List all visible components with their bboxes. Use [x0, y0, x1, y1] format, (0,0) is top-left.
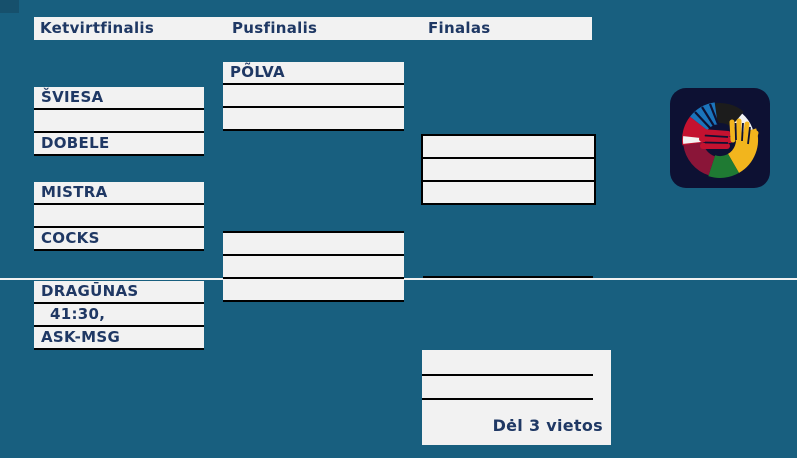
team-cell-polva: PÕLVA: [223, 62, 404, 85]
empty-cell: [34, 110, 204, 133]
empty-cell: [223, 108, 404, 131]
header-bar: Ketvirtfinalis Pusfinalis Finalas: [34, 17, 592, 40]
empty-cell: [223, 256, 404, 279]
empty-cell: [223, 279, 404, 302]
team-cell-dobele: DOBELE: [34, 133, 204, 156]
handball-league-hands-logo-icon: [668, 88, 772, 188]
third-place-label: Dėl 3 vietos: [492, 416, 603, 435]
handball-league-hands-logo-reflection: [668, 192, 772, 240]
third-place-box: Dėl 3 vietos: [422, 350, 611, 445]
team-cell-mistra: MISTRA: [34, 182, 204, 205]
semifinal-box-2: [223, 231, 404, 302]
quarterfinal-box-3: DRAGŪNAS 41:30, ASK-MSG: [34, 281, 204, 350]
final-box: [421, 134, 596, 205]
quarterfinal-box-1: ŠVIESA DOBELE: [34, 87, 204, 156]
empty-cell: [423, 182, 594, 203]
empty-cell: [423, 136, 594, 159]
semifinal-box-1: PÕLVA: [223, 62, 404, 131]
empty-cell: [223, 233, 404, 256]
team-cell-dragunas: DRAGŪNAS: [34, 281, 204, 304]
header-quarterfinals: Ketvirtfinalis: [40, 19, 155, 37]
third-place-line-1: [422, 374, 593, 376]
team-cell-cocks: COCKS: [34, 228, 204, 251]
score-cell: 41:30,: [34, 304, 204, 327]
empty-cell: [223, 85, 404, 108]
empty-cell: [34, 205, 204, 228]
third-place-line-2: [422, 398, 593, 400]
header-finals: Finalas: [428, 19, 491, 37]
team-cell-sviesa: ŠVIESA: [34, 87, 204, 110]
empty-cell: [423, 159, 594, 182]
header-semifinals: Pusfinalis: [232, 19, 318, 37]
team-cell-ask-msg: ASK-MSG: [34, 327, 204, 350]
corner-square: [0, 0, 19, 13]
final-divider-line: [423, 276, 593, 278]
quarterfinal-box-2: MISTRA COCKS: [34, 182, 204, 251]
